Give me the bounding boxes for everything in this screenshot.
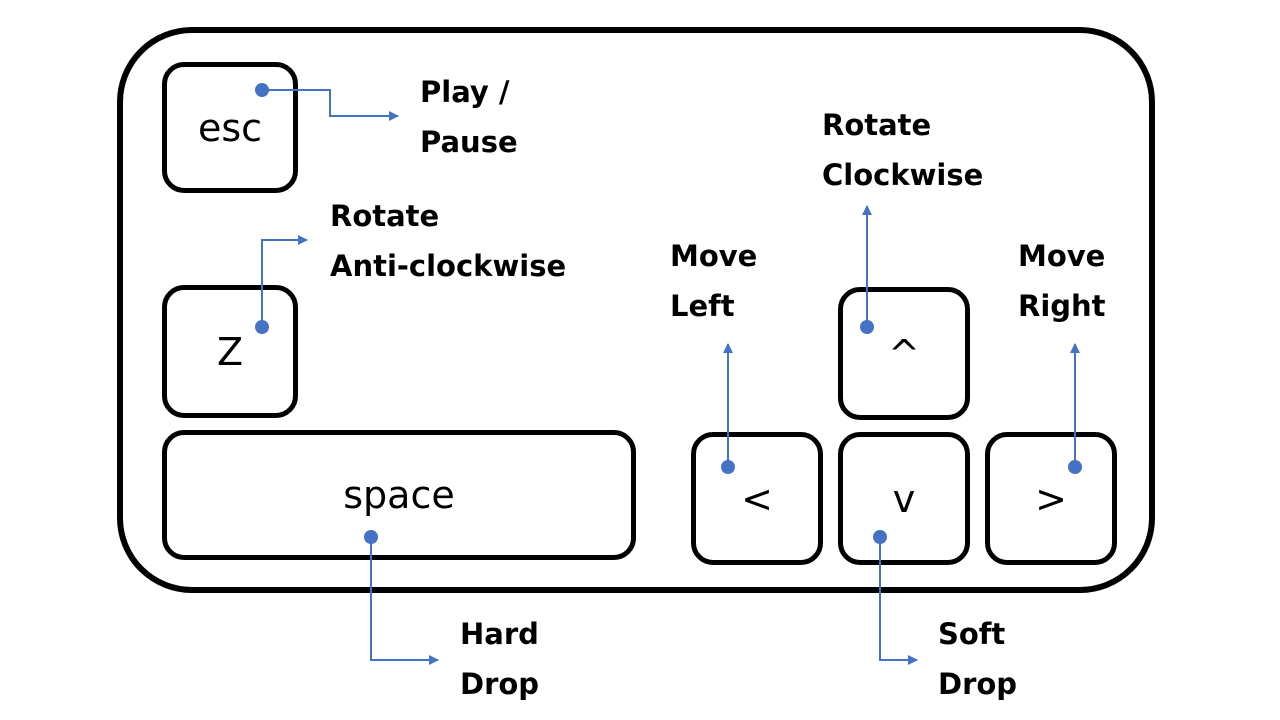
keyboard-panel: [117, 27, 1155, 593]
z-label: Rotate Anti-clockwise: [330, 191, 566, 291]
z-connector: [255, 235, 308, 334]
left-label-line-2: Left: [670, 289, 735, 323]
right-label-line-1: Move: [1018, 239, 1106, 273]
down-label-line-2: Drop: [938, 667, 1018, 701]
z-label-line-2: Anti-clockwise: [330, 249, 567, 283]
up-label-line-1: Rotate: [822, 108, 932, 142]
esc-connector: [255, 83, 399, 121]
right-connector: [1068, 343, 1082, 474]
space-connector: [364, 530, 439, 665]
esc-label: Play / Pause: [420, 67, 518, 167]
right-arrow-key: >: [985, 432, 1117, 565]
up-arrow-key: ^: [838, 287, 970, 420]
space-label-line-1: Hard: [460, 617, 539, 651]
z-label-line-1: Rotate: [330, 199, 440, 233]
left-label-line-1: Move: [670, 239, 758, 273]
z-key: Z: [162, 285, 298, 418]
down-arrow-key: v: [838, 432, 970, 565]
up-connector: [860, 205, 874, 334]
left-connector: [721, 343, 735, 474]
right-label: Move Right: [1018, 231, 1106, 331]
space-label-line-2: Drop: [460, 667, 540, 701]
up-label: Rotate Clockwise: [822, 100, 983, 200]
left-arrow-key: <: [691, 432, 823, 565]
down-label: Soft Drop: [938, 609, 1017, 709]
right-label-line-2: Right: [1018, 289, 1106, 323]
esc-label-line-1: Play /: [420, 75, 510, 109]
space-label: Hard Drop: [460, 609, 539, 709]
up-label-line-2: Clockwise: [822, 158, 984, 192]
space-key: space: [162, 430, 636, 560]
esc-label-line-2: Pause: [420, 125, 518, 159]
down-connector: [873, 530, 918, 665]
left-label: Move Left: [670, 231, 757, 331]
esc-key: esc: [162, 62, 298, 193]
down-label-line-1: Soft: [938, 617, 1006, 651]
